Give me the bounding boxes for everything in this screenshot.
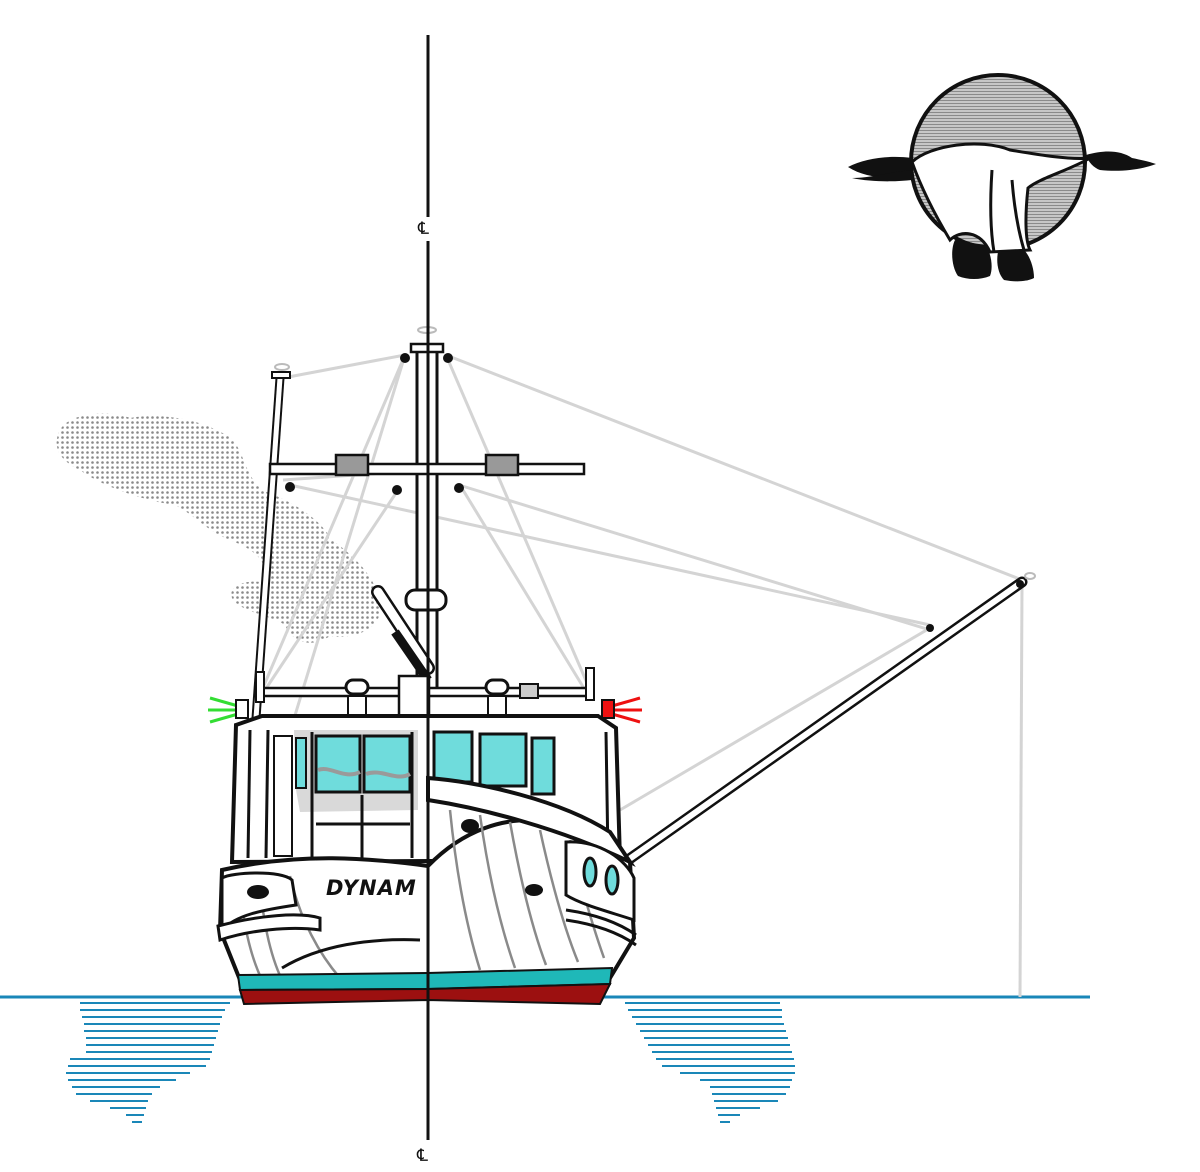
centerline-label-top: ℄: [417, 219, 429, 239]
exhaust-stack: [371, 585, 435, 683]
radar-dome: [404, 588, 448, 612]
starboard-light-housing: [601, 699, 615, 719]
green-running-light: [208, 696, 239, 724]
roof-rail: [255, 667, 595, 718]
rigging-lines: [258, 353, 1024, 998]
centerline-label-bg-top: [418, 217, 438, 241]
port-light-housing: [235, 699, 249, 719]
centerline-label-bottom: ℄: [416, 1146, 428, 1166]
flying-goose-moon-logo: [848, 73, 1156, 282]
water-reflection-left: [66, 1002, 230, 1123]
centerline-label-bg-bottom: [416, 1143, 438, 1167]
outrigger-pole: [622, 572, 1036, 866]
water-reflection-right: [625, 1002, 795, 1123]
exhaust-smoke: [56, 413, 381, 643]
boat-name: DYNAM: [326, 876, 417, 900]
red-running-light: [611, 696, 642, 724]
